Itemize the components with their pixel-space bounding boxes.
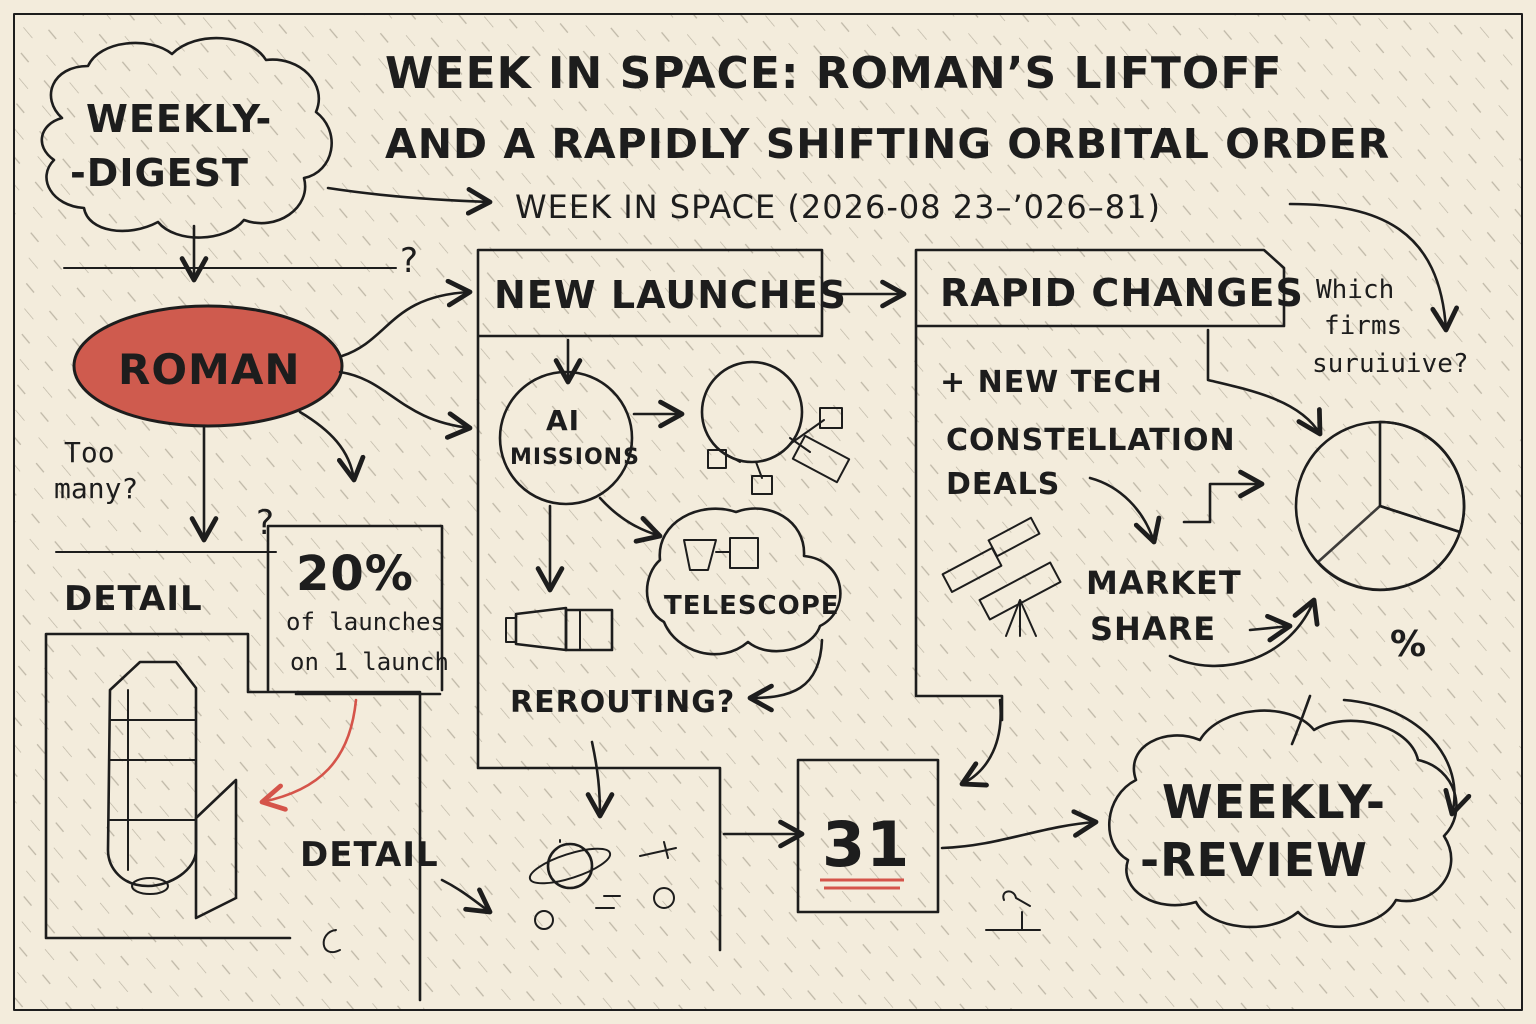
arrow-market-curve-to-pie <box>1168 597 1320 668</box>
new-launches-column <box>476 248 824 952</box>
stat-value: 20% <box>296 546 414 602</box>
telescope-icon <box>505 606 614 652</box>
arrow-constellation-to-market <box>1088 476 1162 545</box>
question-mark-left: ? <box>256 503 274 543</box>
arrow-subtitle-to-which-firms <box>1288 202 1459 333</box>
border-frame <box>13 13 1523 1011</box>
arrow-roman-to-new-launches <box>340 278 473 358</box>
arrow-calendar-to-review <box>940 809 1099 850</box>
arrow-telescope-to-rerouting <box>747 638 824 713</box>
subtitle: WEEK IN SPACE (2026-08 23–’026–81) <box>515 188 1161 226</box>
too-many-line-1: Too <box>64 436 115 469</box>
detail-box-outline <box>44 632 422 1002</box>
stat-box: 20% of launches on 1 launch <box>266 524 449 696</box>
weekly-review-cloud: WEEKLY- -REVIEW <box>1107 709 1458 929</box>
pie-chart-icon <box>1294 420 1466 592</box>
ai-missions-line-1: AI <box>546 404 580 437</box>
rapid-changes-box <box>914 248 1286 722</box>
doodle-swirl <box>322 929 341 954</box>
percent-label: % <box>1390 624 1427 665</box>
constellation-satellite-icon <box>941 516 1062 637</box>
weekly-review-line-2: -REVIEW <box>1140 833 1368 887</box>
detail-top-label: DETAIL <box>64 579 203 619</box>
rapid-changes-label: RAPID CHANGES <box>940 271 1304 315</box>
ai-missions-line-2: MISSIONS <box>510 445 640 470</box>
arrow-market-to-pie <box>1248 613 1293 643</box>
arrow-digest-to-subtitle <box>326 186 493 216</box>
market-share-line-2: SHARE <box>1090 610 1216 648</box>
too-many-line-2: many? <box>54 472 138 505</box>
arrow-step-to-pie <box>1182 469 1265 524</box>
weekly-digest-cloud: WEEKLY- -DIGEST <box>40 36 333 239</box>
new-tech-label: + NEW TECH <box>940 365 1163 400</box>
telescope-cloud: TELESCOPE <box>645 507 842 656</box>
paper-hatch <box>14 14 1522 1010</box>
new-launches-label: NEW LAUNCHES <box>494 273 847 317</box>
constellation-line-1: CONSTELLATION <box>946 423 1236 458</box>
calendar-day: 31 <box>822 808 910 881</box>
weekly-digest-line-2: -DIGEST <box>70 151 249 195</box>
ai-missions-node: AI MISSIONS <box>498 370 640 506</box>
planet-icon <box>528 839 677 930</box>
arrow-roman-to-stat <box>298 410 366 483</box>
weekly-digest-line-1: WEEKLY- <box>86 97 272 141</box>
arrow-rerouting-to-planet <box>585 740 615 819</box>
constellation-line-2: DEALS <box>946 467 1060 502</box>
title-line-1: WEEK IN SPACE: ROMAN’S LIFTOFF <box>385 48 1282 99</box>
arrow-ai-to-telescope <box>598 496 663 544</box>
arrow-rapid-to-pie <box>1206 328 1323 437</box>
market-share-line-1: MARKET <box>1086 564 1242 602</box>
roman-label: ROMAN <box>118 345 301 394</box>
doodle-key <box>985 890 1041 931</box>
question-mark-top: ? <box>400 241 418 281</box>
which-firms-line-2: firms <box>1324 311 1402 341</box>
detail-bottom-label: DETAIL <box>300 835 439 875</box>
title-line-2: AND A RAPIDLY SHIFTING ORBITAL ORDER <box>385 120 1390 168</box>
arrow-rapid-to-calendar <box>959 698 1002 788</box>
stat-line-1: of launches <box>286 608 445 636</box>
rerouting-label: REROUTING? <box>510 685 735 720</box>
which-firms-line-3: suruiuive? <box>1312 349 1469 379</box>
arrow-detail-to-planet <box>440 878 493 915</box>
which-firms-line-1: Which <box>1316 275 1394 305</box>
stat-line-2: on 1 launch <box>290 648 449 676</box>
arrow-pie-to-review <box>1290 694 1312 746</box>
roman-node: ROMAN <box>72 304 344 428</box>
arrow-roman-to-ai <box>338 370 473 440</box>
red-arrow-stat-to-spacecraft <box>259 698 358 812</box>
spacecraft-icon <box>106 660 238 920</box>
calendar-icon: 31 <box>796 758 940 914</box>
telescope-label: TELESCOPE <box>664 591 840 621</box>
arrow-pie-curve-to-review <box>1342 698 1472 817</box>
weekly-review-line-1: WEEKLY- <box>1162 775 1386 829</box>
satellite-icon <box>700 360 851 495</box>
